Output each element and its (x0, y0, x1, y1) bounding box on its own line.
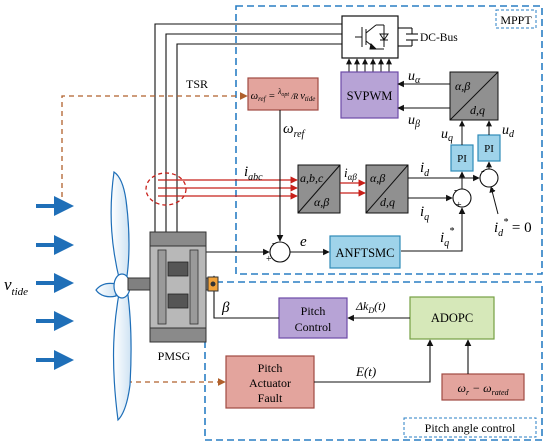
park-top: α,β (370, 171, 385, 185)
three-phase-lines (154, 23, 342, 232)
igbt-symbol (355, 24, 389, 50)
v-tide-label: vtide (4, 275, 28, 298)
turbine-rotor (95, 170, 132, 422)
pi-d-label: PI (484, 143, 494, 155)
mppt-tag-box (495, 9, 537, 29)
u-alpha-label: uα (408, 69, 421, 86)
alphabeta-current-lines (340, 179, 366, 197)
beta-label: β (221, 300, 230, 316)
svpwm-label: SVPWM (347, 89, 393, 103)
inverse-park-top: α,β (455, 79, 470, 93)
pitch-fault-block (225, 355, 315, 409)
dc-bus-capacitor (398, 27, 418, 47)
i-alphabeta-label: iαβ (344, 165, 357, 182)
pi-q-label: PI (457, 153, 467, 165)
iq-star-path (401, 207, 466, 252)
id-label: id (420, 160, 430, 179)
omega-ref-block (247, 77, 319, 111)
tsr-label: TSR (186, 77, 208, 91)
e-label: e (300, 234, 307, 250)
uq-label: uq (441, 127, 453, 144)
u-beta-label: uβ (408, 113, 420, 130)
mppt-section-frame (235, 5, 543, 275)
iq-star-label: iq* (440, 226, 454, 249)
pmsg-generator (149, 231, 207, 343)
fault-line1: Pitch (258, 361, 283, 375)
pitch-control-line1: Pitch (301, 304, 326, 318)
anftsmc-label: ANFTSMC (335, 246, 394, 260)
converter-block (341, 15, 399, 59)
clarke-bottom: α,β (314, 195, 329, 209)
park-bottom: d,q (380, 195, 395, 209)
fault-line2: Actuator (249, 376, 291, 390)
gate-signal-arrows (346, 58, 392, 72)
id-star-label: id* = 0 (494, 217, 532, 239)
adopc-label: ADOPC (431, 311, 473, 325)
ud-label: ud (502, 123, 515, 140)
mppt-tag: MPPT (500, 13, 532, 27)
omega-ref-label: ωref (283, 121, 306, 140)
fault-to-adopc (314, 339, 434, 383)
adopc-block (409, 296, 495, 340)
delta-k-label: ΔkD(t) (355, 299, 385, 315)
sum-d-minus: - (481, 165, 485, 177)
tide-flow-arrows (36, 196, 74, 370)
inverse-park-diagonal (449, 71, 499, 121)
pitch-tag: Pitch angle control (425, 421, 516, 435)
pitch-encoder-dot (210, 281, 216, 287)
clarke-top: a,b,c (300, 171, 324, 185)
tsr-arrow (61, 92, 248, 206)
pitch-control-line2: Control (295, 320, 332, 334)
inverse-park-bottom: d,q (470, 103, 485, 117)
svpwm-block (340, 71, 399, 119)
park-diagonal (365, 164, 409, 214)
sum-speed-minus: - (272, 237, 276, 249)
pitch-section-frame (204, 281, 543, 441)
speed-error-block (441, 373, 525, 401)
id-star-arrow (489, 186, 499, 215)
iq-label: iq (420, 204, 429, 223)
pitch-control-block (278, 297, 348, 339)
sum-speed-plus: + (266, 254, 272, 265)
measurement-ellipse (145, 172, 187, 206)
pitch-tag-box (403, 417, 537, 438)
clarke-diagonal (297, 164, 341, 214)
anftsmc-block (329, 235, 401, 269)
fault-line3: Fault (258, 391, 283, 405)
abc-current-lines (158, 176, 298, 200)
pmsg-label: PMSG (158, 349, 191, 363)
sum-q-plus: + (456, 200, 462, 211)
dc-bus-label: DC-Bus (420, 32, 458, 44)
e-t-label: E(t) (355, 364, 376, 379)
sum-q-minus: - (454, 184, 458, 196)
